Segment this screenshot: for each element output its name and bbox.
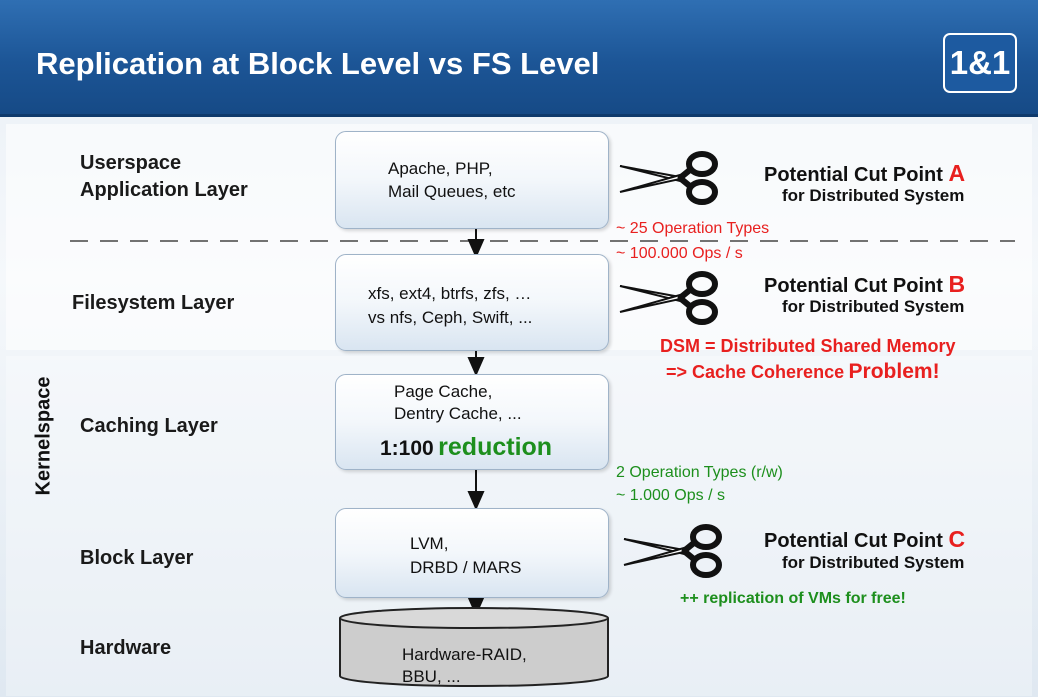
arrow-down-icon [467, 239, 485, 259]
layer-label-hardware: Hardware [80, 637, 172, 659]
brand-logo: 1&1 [943, 33, 1017, 93]
fs-op-types-note: ~ 25 Operation Types [616, 220, 770, 237]
scissors-icon [619, 151, 718, 205]
scissors-icon [619, 271, 718, 325]
block-ops-rate-note: ~ 1.000 Ops / s [616, 487, 725, 504]
layer-label-block: Block Layer [80, 547, 194, 569]
caching-box: Page Cache, Dentry Cache, ... 1:100 redu… [335, 374, 609, 470]
hardware-disk [339, 607, 609, 687]
kernelspace-label: Kernelspace [32, 376, 55, 496]
fs-ops-rate-note: ~ 100.000 Ops / s [616, 245, 743, 262]
title-bar: Replication at Block Level vs FS Level 1… [0, 0, 1038, 117]
layer-label-filesystem: Filesystem Layer [72, 292, 235, 314]
layer-label-caching: Caching Layer [80, 415, 218, 437]
arrow-down-icon [467, 597, 485, 617]
arrow-down-icon [467, 491, 485, 511]
layer-label-userspace: Userspace Application Layer [80, 152, 248, 201]
vm-replication-note: ++ replication of VMs for free! [680, 590, 906, 607]
dsm-note-line1: DSM = Distributed Shared Memory [660, 336, 956, 356]
hardware-box-text: Hardware-RAID, BBU, ... [402, 645, 527, 686]
dsm-note-line2: => Cache Coherence Problem! [666, 360, 940, 383]
arrow-down-icon [467, 357, 485, 377]
userspace-box: Apache, PHP, Mail Queues, etc [335, 131, 609, 229]
reduction-highlight: 1:100 reduction [380, 433, 553, 461]
slide-title: Replication at Block Level vs FS Level [36, 46, 600, 81]
block-box: LVM, DRBD / MARS [335, 508, 609, 598]
scissors-icon [623, 524, 722, 578]
filesystem-box: xfs, ext4, btrfs, zfs, … vs nfs, Ceph, S… [335, 254, 609, 351]
block-op-types-note: 2 Operation Types (r/w) [616, 464, 783, 481]
